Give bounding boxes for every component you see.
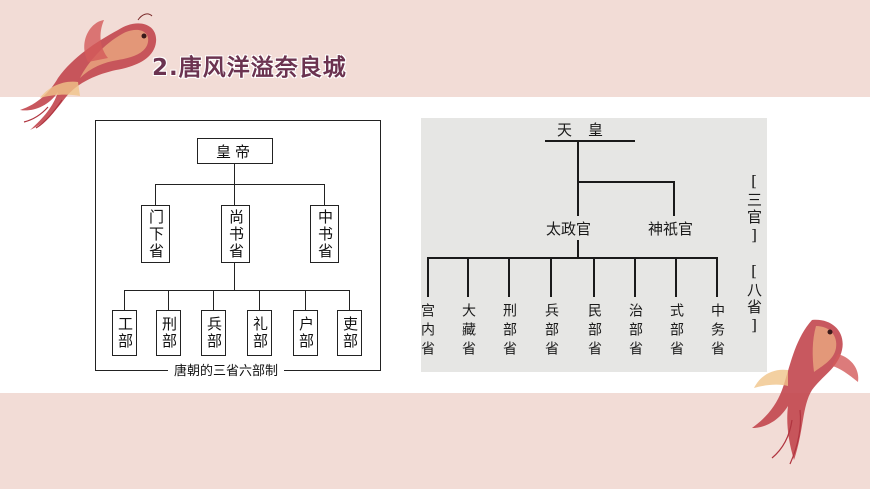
japan-ministry-label: 大藏省 (460, 303, 476, 360)
connector-line (634, 257, 636, 297)
connector-line (427, 257, 429, 297)
koi-fish-icon (752, 319, 859, 465)
connector-line (427, 257, 718, 259)
tang-province-box: 门下省 (141, 205, 170, 263)
koi-fish-icon (20, 13, 157, 130)
connector-line (550, 257, 552, 297)
connector-line (349, 290, 350, 310)
japan-official-label: 太政官 (546, 220, 592, 238)
connector-line (673, 181, 675, 216)
connector-line (234, 164, 235, 184)
tang-ministry-box: 吏部 (337, 310, 362, 356)
tang-province-box: 尚书省 (221, 205, 250, 263)
connector-line (213, 290, 214, 310)
japan-ministry-label: 中务省 (709, 303, 725, 360)
connector-line (716, 257, 718, 297)
connector-line (124, 290, 125, 310)
connector-line (577, 181, 674, 183)
tang-ministry-box: 刑部 (156, 310, 181, 356)
connector-line (305, 290, 306, 310)
tang-ministry-box: 工部 (112, 310, 137, 356)
tang-ministry-box: 礼部 (247, 310, 272, 356)
connector-line (155, 184, 156, 205)
footer-band (0, 393, 870, 489)
connector-line (577, 240, 579, 258)
japan-official-label: 神祇官 (648, 220, 694, 238)
tang-emperor-box: 皇帝 (197, 138, 273, 164)
connector-line (545, 140, 635, 142)
tang-ministry-box: 兵部 (201, 310, 226, 356)
connector-line (234, 263, 235, 290)
connector-line (577, 142, 579, 216)
japan-side-label: [三官] (745, 172, 763, 246)
tang-ministry-box: 户部 (293, 310, 318, 356)
connector-line (593, 257, 595, 297)
japan-ministry-label: 民部省 (586, 303, 602, 360)
japan-side-label: [八省] (745, 262, 763, 336)
connector-line (324, 184, 325, 205)
connector-line (467, 257, 469, 297)
japan-ministry-label: 刑部省 (501, 303, 517, 360)
connector-line (259, 290, 260, 310)
japan-ministry-label: 治部省 (627, 303, 643, 360)
japan-chart-image (421, 118, 767, 372)
connector-line (508, 257, 510, 297)
connector-line (124, 290, 350, 291)
connector-line (234, 184, 235, 205)
page-title: 2.唐风洋溢奈良城 (152, 55, 347, 81)
connector-line (168, 290, 169, 310)
japan-emperor-label: 天皇 (557, 121, 620, 139)
japan-ministry-label: 宫内省 (419, 303, 435, 360)
connector-line (675, 257, 677, 297)
tang-chart-caption: 唐朝的三省六部制 (168, 360, 285, 379)
japan-ministry-label: 兵部省 (543, 303, 559, 360)
japan-ministry-label: 式部省 (668, 303, 684, 360)
tang-province-box: 中书省 (310, 205, 339, 263)
connector-line (155, 184, 325, 185)
